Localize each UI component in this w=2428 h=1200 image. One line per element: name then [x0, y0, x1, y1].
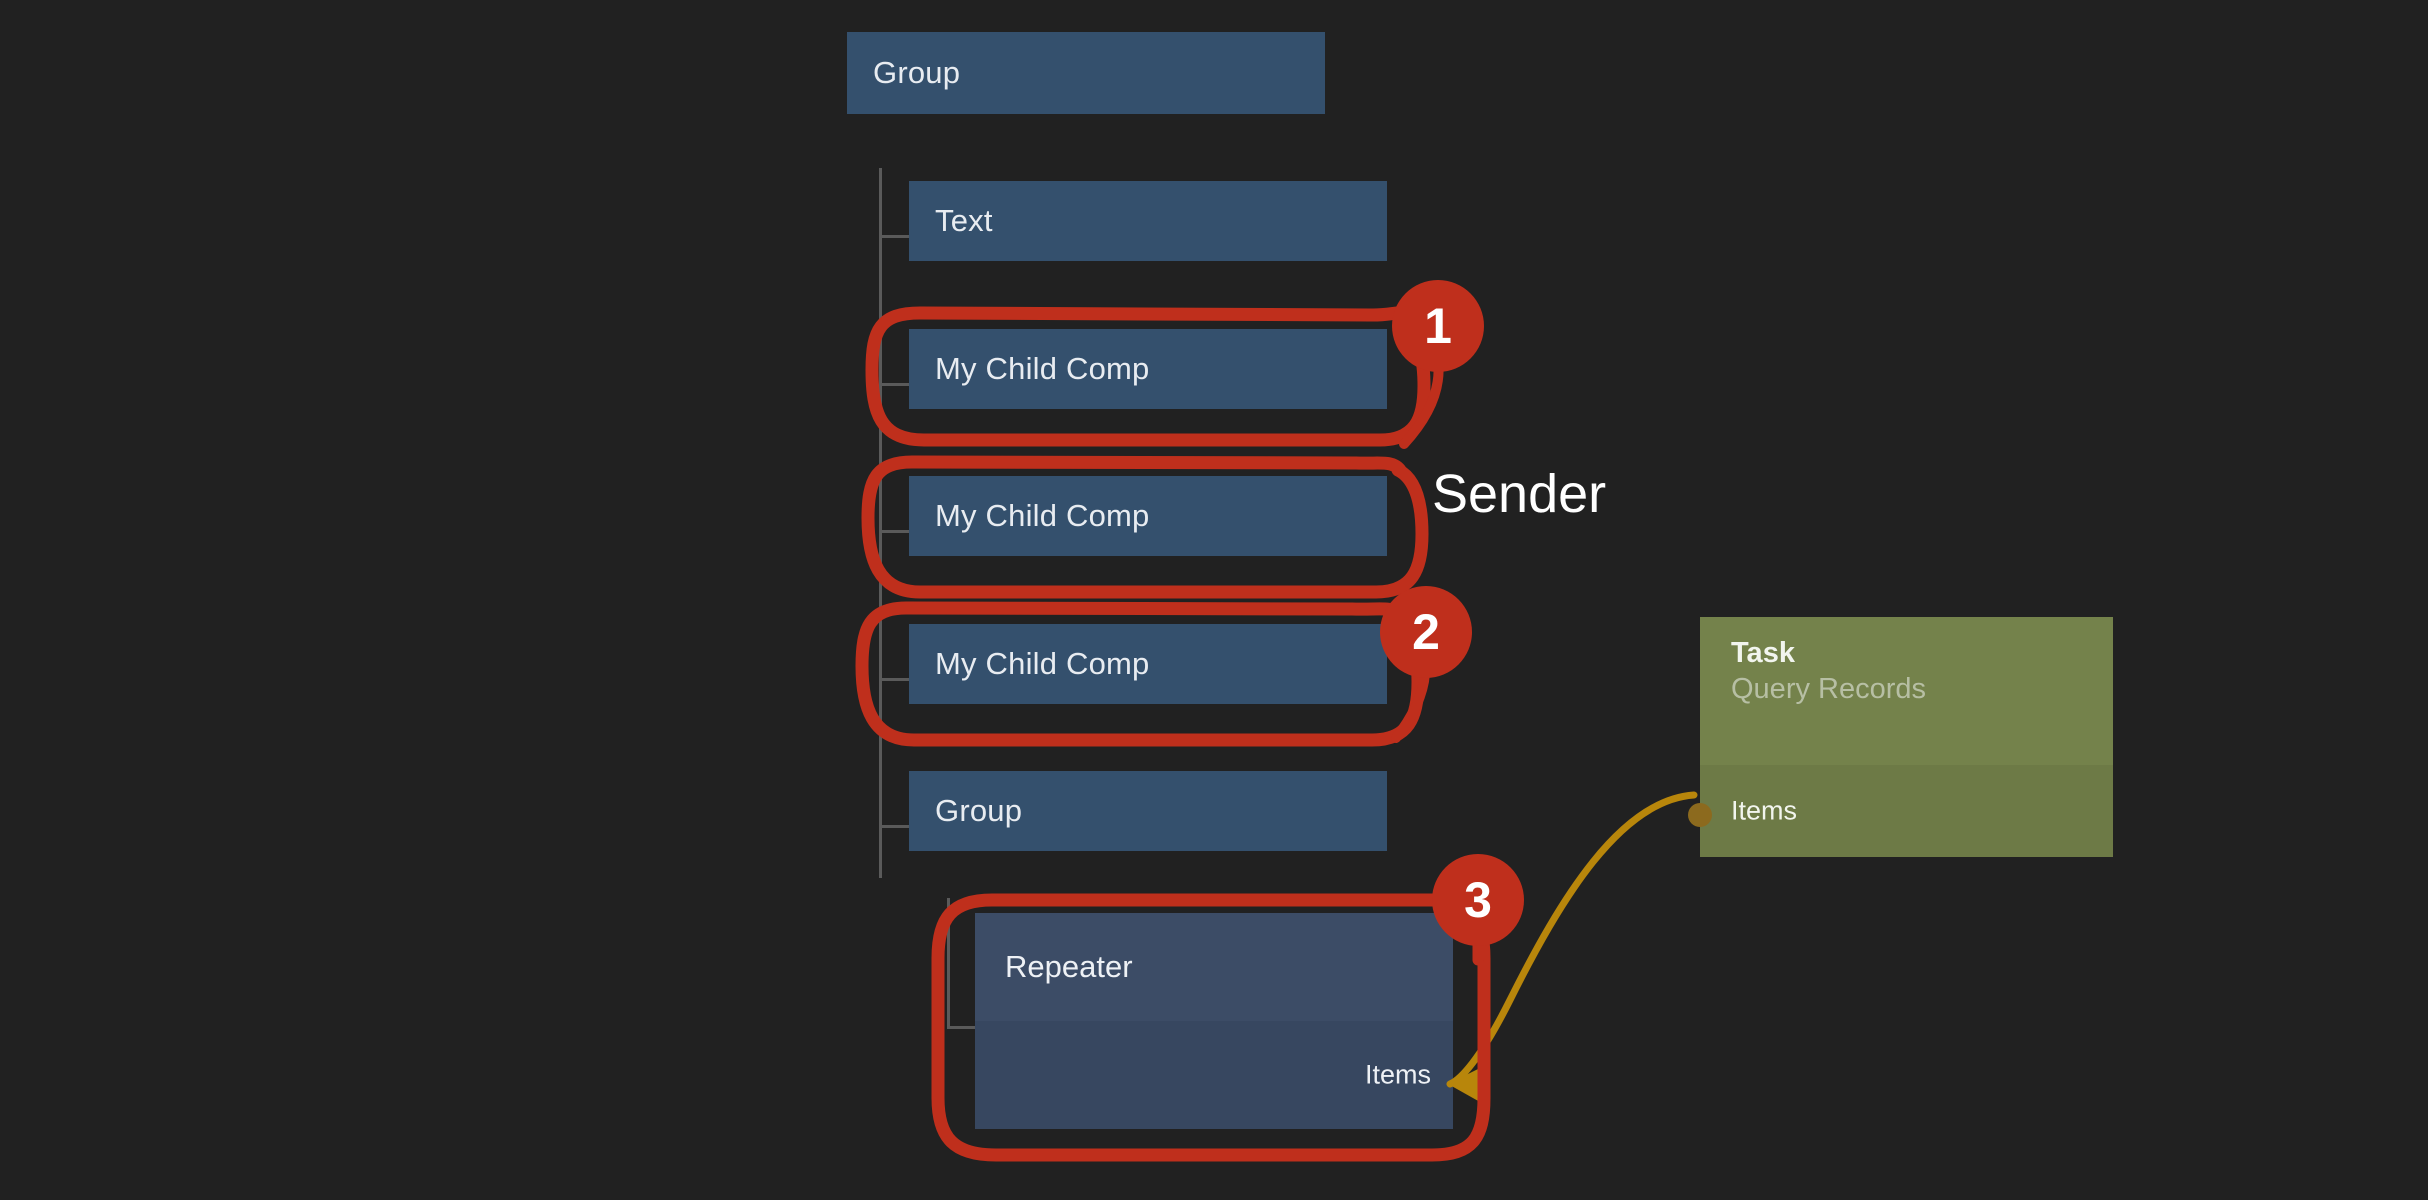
node-label: Group — [873, 55, 961, 90]
node-group-root[interactable]: Group — [847, 32, 1325, 114]
annotation-badge-3: 3 — [1432, 854, 1524, 946]
node-label: Text — [935, 203, 993, 238]
node-repeater[interactable]: Repeater Items — [975, 913, 1453, 1129]
node-my-child-comp-1[interactable]: My Child Comp — [909, 329, 1387, 409]
node-label: Group — [935, 793, 1023, 828]
node-group-child[interactable]: Group — [909, 771, 1387, 851]
node-text[interactable]: Text — [909, 181, 1387, 261]
repeater-title: Repeater — [1005, 949, 1133, 984]
repeater-body: Items — [975, 1021, 1453, 1129]
sender-caption: Sender — [1432, 464, 1607, 524]
task-title: Task — [1731, 637, 1795, 669]
repeater-header: Repeater — [975, 913, 1453, 1021]
annotation-badge-2: 2 — [1380, 586, 1472, 678]
node-label: My Child Comp — [935, 498, 1150, 533]
node-task[interactable]: Task Query Records Items — [1688, 617, 2113, 857]
tree-branch-stub-repeater — [947, 1026, 977, 1029]
repeater-items-port-label: Items — [1364, 1059, 1431, 1090]
node-label: My Child Comp — [935, 351, 1150, 386]
annotation-badge-1: 1 — [1392, 280, 1484, 372]
tree-trunk-line — [879, 168, 882, 878]
tree-branch-stub-text — [879, 235, 909, 238]
node-my-child-comp-2[interactable]: My Child Comp — [909, 476, 1387, 556]
node-label: My Child Comp — [935, 646, 1150, 681]
node-my-child-comp-3[interactable]: My Child Comp — [909, 624, 1387, 704]
task-items-port-label: Items — [1731, 795, 1798, 826]
task-body: Items — [1700, 765, 2113, 857]
tree-branch-stub-child-3 — [879, 678, 909, 681]
tree-branch-stub-child-1 — [879, 383, 909, 386]
task-subtitle: Query Records — [1731, 673, 1927, 705]
tree-trunk-line-nested — [947, 898, 950, 1028]
task-items-port-dot[interactable] — [1688, 803, 1712, 827]
connector-items-link — [1446, 791, 1698, 1102]
tree-branch-stub-group — [879, 825, 909, 828]
task-header: Task Query Records — [1700, 617, 2113, 765]
tree-branch-stub-child-2 — [879, 530, 909, 533]
